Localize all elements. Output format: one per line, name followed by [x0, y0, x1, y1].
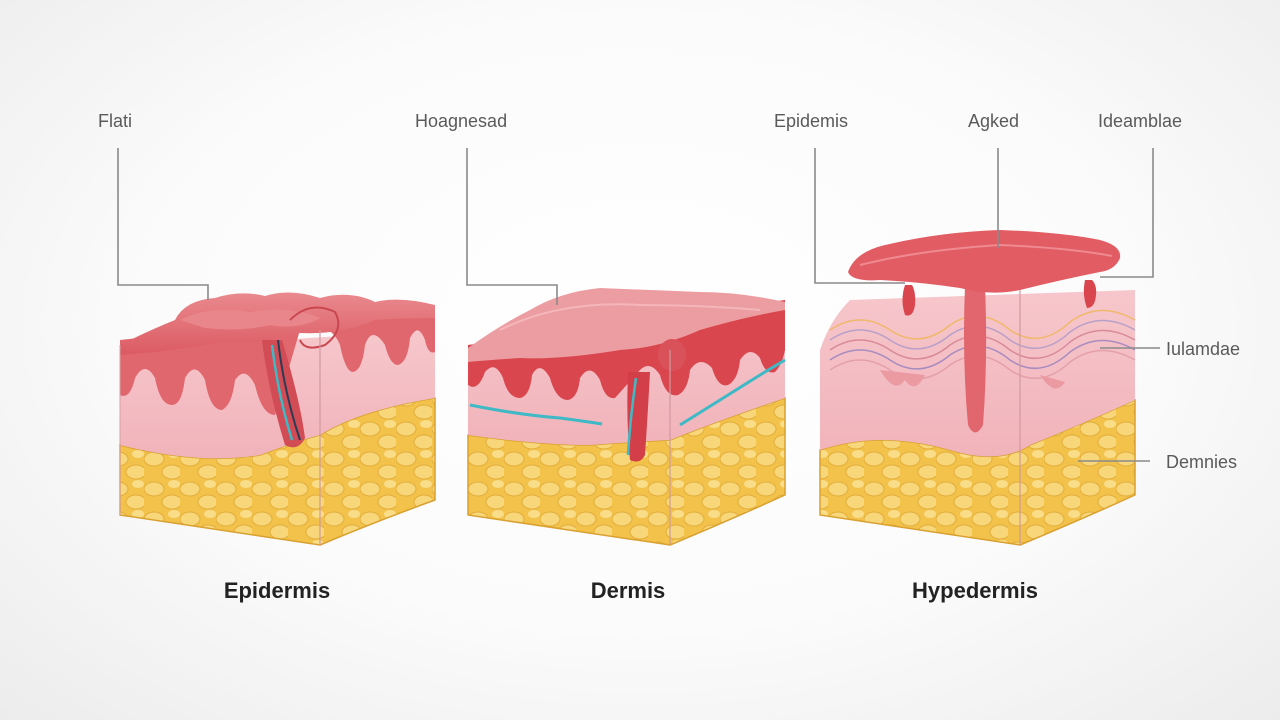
- caption-epidermis: Epidermis: [224, 578, 330, 603]
- blood-vessel: [679, 358, 786, 427]
- label-hoagnesad: Hoagnesad: [415, 111, 507, 131]
- caption-dermis: Dermis: [591, 578, 666, 603]
- epidermis-surface: [848, 230, 1121, 293]
- label-epidemis: Epidemis: [774, 111, 848, 131]
- caption-hypedermis: Hypedermis: [912, 578, 1038, 603]
- label-flati: Flati: [98, 111, 132, 131]
- panel-hypodermis: [819, 230, 1136, 546]
- panel-epidermis: [119, 292, 436, 546]
- blood-vessel: [270, 344, 294, 441]
- label-agked: Agked: [968, 111, 1019, 131]
- panel-dermis: [467, 288, 786, 546]
- blood-vessel: [469, 403, 603, 426]
- labels: Flati Hoagnesad Epidemis Agked Ideamblae…: [98, 111, 1240, 603]
- label-ideamblae: Ideamblae: [1098, 111, 1182, 131]
- leader-lines: [117, 148, 1160, 462]
- label-iulamdae: Iulamdae: [1166, 339, 1240, 359]
- label-demnies: Demnies: [1166, 452, 1237, 472]
